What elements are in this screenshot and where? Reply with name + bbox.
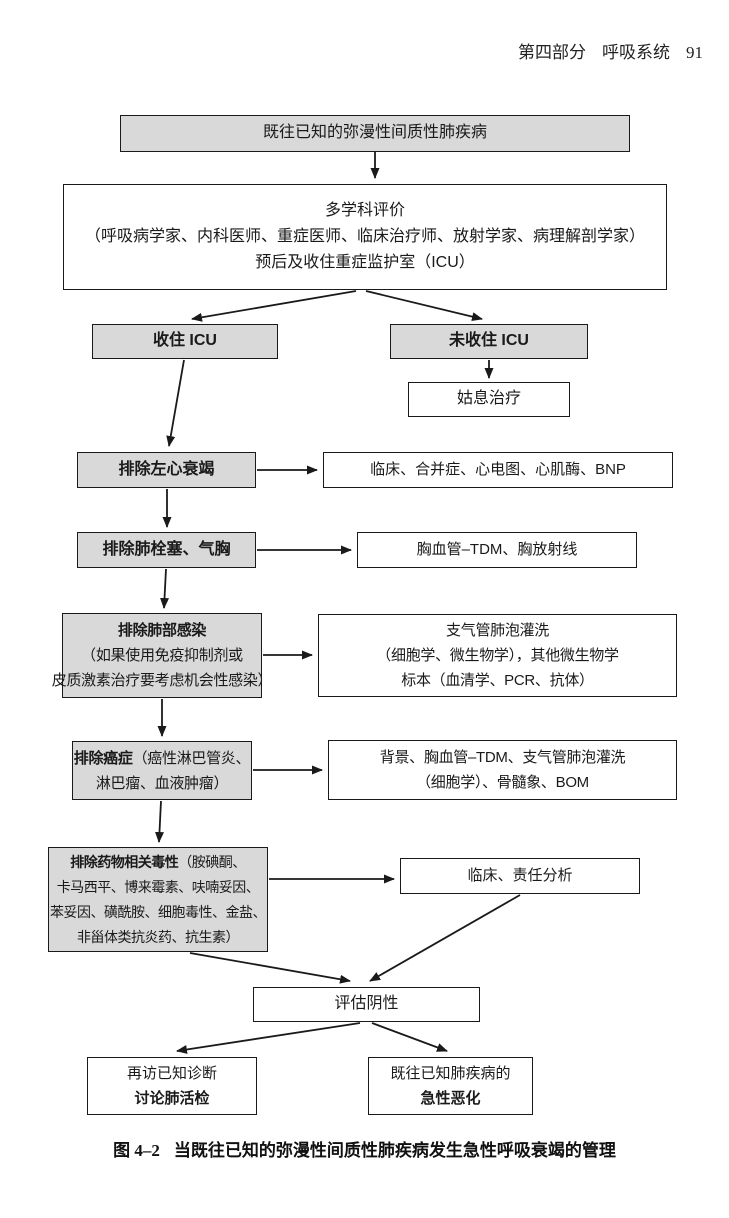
node-label: 排除肺栓塞、气胸 <box>102 540 231 558</box>
node-exclude-cancer: 排除癌症（癌性淋巴管炎、 淋巴瘤、血液肿瘤） <box>72 741 252 800</box>
node-label: 收住 ICU <box>152 332 217 350</box>
node-embolism-tests: 胸血管–TDM、胸放射线 <box>357 532 637 568</box>
node-label: 评估阴性 <box>334 995 399 1013</box>
node-line-rest: （胺碘酮、 <box>178 853 246 870</box>
node-multidisciplinary-evaluation: 多学科评价 （呼吸病学家、内科医师、重症医师、临床治疗师、放射学家、病理解剖学家… <box>63 184 667 290</box>
node-line-lead: 排除癌症 <box>73 749 133 767</box>
node-line: （细胞学）、骨髓象、BOM <box>416 774 589 791</box>
header-section: 第四部分 <box>518 43 586 62</box>
node-line: 再访已知诊断 <box>126 1065 217 1082</box>
figure-caption: 图 4–2 当既往已知的弥漫性间质性肺疾病发生急性呼吸衰竭的管理 <box>0 1136 729 1161</box>
node-line: 支气管肺泡灌洗 <box>446 622 549 639</box>
node-drug-toxicity-tests: 临床、责任分析 <box>400 858 640 894</box>
node-known-disease: 既往已知的弥漫性间质性肺疾病 <box>120 115 630 152</box>
node-line: 卡马西平、博来霉素、呋喃妥因、 <box>56 878 260 895</box>
node-infection-tests: 支气管肺泡灌洗 （细胞学、微生物学），其他微生物学 标本（血清学、PCR、抗体） <box>318 614 677 697</box>
page-number: 91 <box>686 43 703 62</box>
node-line: （呼吸病学家、内科医师、重症医师、临床治疗师、放射学家、病理解剖学家） <box>84 228 645 245</box>
figure-caption-text: 当既往已知的弥漫性间质性肺疾病发生急性呼吸衰竭的管理 <box>173 1141 616 1160</box>
node-line: 非甾体类抗炎药、抗生素） <box>77 928 240 945</box>
node-negative-assessment: 评估阴性 <box>253 987 480 1022</box>
node-icu-admitted: 收住 ICU <box>92 324 278 359</box>
node-line: 背景、胸血管–TDM、支气管肺泡灌洗 <box>379 749 626 766</box>
node-cancer-tests: 背景、胸血管–TDM、支气管肺泡灌洗 （细胞学）、骨髓象、BOM <box>328 740 677 800</box>
node-label: 既往已知的弥漫性间质性肺疾病 <box>262 124 487 142</box>
node-line: 皮质激素治疗要考虑机会性感染） <box>51 672 273 689</box>
node-label: 胸血管–TDM、胸放射线 <box>416 541 578 559</box>
node-line: 苯妥因、磺酰胺、细胞毒性、金盐、 <box>50 903 267 920</box>
node-line: 预后及收住重症监护室（ICU） <box>255 254 475 271</box>
node-line: （如果使用免疫抑制剂或 <box>81 647 243 664</box>
node-exclude-lung-infection: 排除肺部感染 （如果使用免疫抑制剂或 皮质激素治疗要考虑机会性感染） <box>52 613 273 698</box>
node-line: 多学科评价 <box>324 202 405 219</box>
node-exclude-embolism-pneumothorax: 排除肺栓塞、气胸 <box>77 532 256 568</box>
node-exclude-left-heart-failure: 排除左心衰竭 <box>77 452 256 488</box>
node-line: （细胞学、微生物学），其他微生物学 <box>376 647 619 664</box>
node-acute-exacerbation: 既往已知肺疾病的 急性恶化 <box>368 1057 533 1115</box>
node-icu-not-admitted: 未收住 ICU <box>390 324 588 359</box>
node-line: 标本（血清学、PCR、抗体） <box>401 672 594 689</box>
node-line: 淋巴瘤、血液肿瘤） <box>95 774 229 792</box>
node-line-lead: 排除药物相关毒性 <box>70 853 179 870</box>
node-heart-failure-tests: 临床、合并症、心电图、心肌酶、BNP <box>323 452 673 488</box>
header-title: 呼吸系统 <box>602 43 670 62</box>
node-line: 急性恶化 <box>420 1090 481 1107</box>
node-line: 讨论肺活检 <box>134 1090 210 1107</box>
node-label: 姑息治疗 <box>456 390 521 408</box>
node-line: 既往已知肺疾病的 <box>390 1065 511 1082</box>
node-line: 排除肺部感染 <box>117 622 207 639</box>
node-revisit-diagnosis: 再访已知诊断 讨论肺活检 <box>87 1057 257 1115</box>
node-label: 排除左心衰竭 <box>118 460 215 478</box>
node-line-rest: （癌性淋巴管炎、 <box>132 749 251 767</box>
node-palliative-care: 姑息治疗 <box>408 382 570 417</box>
page-header: 第四部分呼吸系统 91 <box>518 38 703 63</box>
node-exclude-drug-toxicity: 排除药物相关毒性（胺碘酮、 卡马西平、博来霉素、呋喃妥因、 苯妥因、磺酰胺、细胞… <box>48 847 268 952</box>
node-label: 临床、责任分析 <box>467 867 573 885</box>
node-label: 未收住 ICU <box>448 332 529 350</box>
node-label: 临床、合并症、心电图、心肌酶、BNP <box>370 461 626 479</box>
figure-caption-label: 图 4–2 <box>113 1141 160 1160</box>
